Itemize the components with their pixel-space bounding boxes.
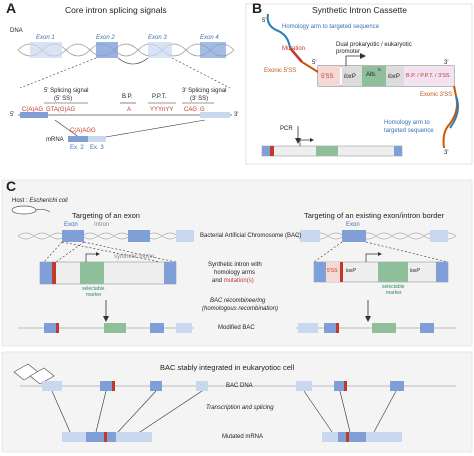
box-loxp1: loxP	[344, 74, 356, 80]
targeting-exon-title: Targeting of an exon	[72, 211, 140, 220]
mutated-mrna-label: Mutated mRNA	[222, 434, 264, 440]
panel-c-letter: C	[6, 178, 17, 194]
homologous-label: (homologous recombination)	[202, 306, 279, 312]
right-loxp1: loxP	[346, 268, 356, 274]
synth-mutations: mutation(s)	[223, 278, 254, 284]
dna-label: DNA	[10, 28, 23, 34]
exon-label-c: Exon	[64, 222, 78, 228]
ecoli-icon	[11, 205, 51, 215]
targeting-border-title: Targeting of an existing exon/intron bor…	[304, 211, 445, 220]
seq-g: G	[200, 107, 205, 113]
box-bp: B.P. / P.P.T. / 3'SS	[406, 73, 450, 79]
transcription-label: Transcription and splicing	[206, 405, 274, 411]
exon-1-box	[30, 42, 62, 58]
host-label: Host : Escherichi coli	[12, 198, 68, 204]
box-loxp2: loxP	[388, 74, 400, 80]
panel-b-title: Synthetic Intron Cassette	[312, 5, 407, 15]
exon-3-label: Exon 3	[148, 35, 167, 41]
exon-2-box	[96, 42, 118, 58]
three-ss-label-2: (3' SS)	[190, 96, 209, 102]
exon-1-label: Exon 1	[36, 35, 55, 41]
eukaryotic-cell-icon	[13, 363, 55, 385]
mrna-label: mRNA	[46, 137, 64, 143]
synth-with-3: and mutation(s)	[212, 278, 254, 284]
exon-label-c-right: Exon	[346, 222, 360, 228]
b-prime5-box: 5'	[312, 60, 317, 66]
bac-dna-label: BAC DNA	[226, 383, 253, 389]
exonic-5ss-label: Exonic 5'SS	[264, 68, 297, 74]
selectable-right-2: marker	[386, 290, 402, 296]
dual-promoter-2: promoter	[336, 49, 361, 55]
b-prime3-bottom: 3'	[444, 150, 449, 156]
seq-gt: GTA(G)AG	[46, 107, 76, 113]
right-loxp2: loxP	[410, 268, 420, 274]
hom-arm-top	[266, 13, 291, 49]
exon-4-label: Exon 4	[200, 35, 219, 41]
selectable-left-2: marker	[86, 292, 102, 298]
panel-b-letter: B	[252, 0, 263, 16]
pcr-label: PCR	[280, 126, 293, 132]
intron-label-c: Intron	[94, 222, 110, 228]
bac-label: Bacterial Artificial Chromosome (BAC)	[200, 233, 302, 239]
box-alb: Alb.	[366, 72, 377, 78]
seq-a: A	[127, 107, 132, 113]
b-prime5-top: 5'	[262, 18, 267, 24]
selectable-right-1: selectable	[382, 284, 405, 290]
host-species: Escherichi coli	[29, 198, 68, 204]
panel-d-title: BAC stably integrated in eukaryotioc cel…	[160, 363, 295, 372]
selectable-left-1: selectable	[82, 286, 105, 292]
bac-recomb-label: BAC recombineering	[210, 298, 266, 304]
ex2-label: Ex. 2	[70, 145, 84, 151]
panel-a-title: Core intron splicing signals	[65, 5, 167, 15]
splice-arc	[117, 57, 149, 65]
seq-left: C(A)AG	[22, 107, 43, 113]
modified-bac-label: Modified BAC	[218, 325, 255, 331]
seq-ppt: YYYnYY	[150, 107, 174, 113]
exon-4-box	[200, 42, 226, 58]
ex3-label: Ex. 3	[90, 145, 104, 151]
synthetic-intron-label: synthetic intron	[114, 254, 155, 260]
b-prime3-box: 3'	[444, 60, 449, 66]
synth-with-1: Synthetic intron with	[208, 262, 262, 268]
hom-arm-bottom-2: targeted sequence	[384, 128, 434, 134]
host-prefix: Host :	[12, 198, 30, 204]
dual-promoter-1: Dual prokaryotic / eukaryotic	[336, 42, 412, 48]
three-ss-label-1: 3' Splicing signal	[182, 88, 227, 94]
seq-5prime: 5'	[10, 112, 15, 118]
mutation-label: Mutation	[282, 46, 306, 52]
five-ss-label-2: (5' SS)	[54, 96, 73, 102]
box-alb-sup: R	[378, 67, 381, 72]
exon-3-box	[148, 42, 172, 58]
seq-cag: CAG	[184, 107, 198, 113]
exon-2-label: Exon 2	[96, 35, 115, 41]
ppt-label: P.P.T.	[152, 94, 167, 100]
box-5ss: 5'SS	[321, 74, 334, 80]
seq-3prime: 3'	[234, 112, 239, 118]
panel-a-letter: A	[6, 0, 17, 16]
right-5ss: 5'SS	[327, 268, 338, 274]
synth-with-2: homology arms	[214, 270, 256, 276]
synth-and: and	[212, 278, 224, 284]
mrna-seq: C(A)AGG	[70, 128, 96, 134]
bp-label: B.P.	[122, 94, 133, 100]
hom-arm-top-label: Homology arm to targeted sequence	[282, 24, 380, 30]
exonic-3ss-label: Exonic 3'SS	[420, 92, 453, 98]
five-ss-label-1: 5' Splicing signal	[44, 88, 89, 94]
hom-arm-bottom-1: Homology arm to	[384, 120, 430, 126]
